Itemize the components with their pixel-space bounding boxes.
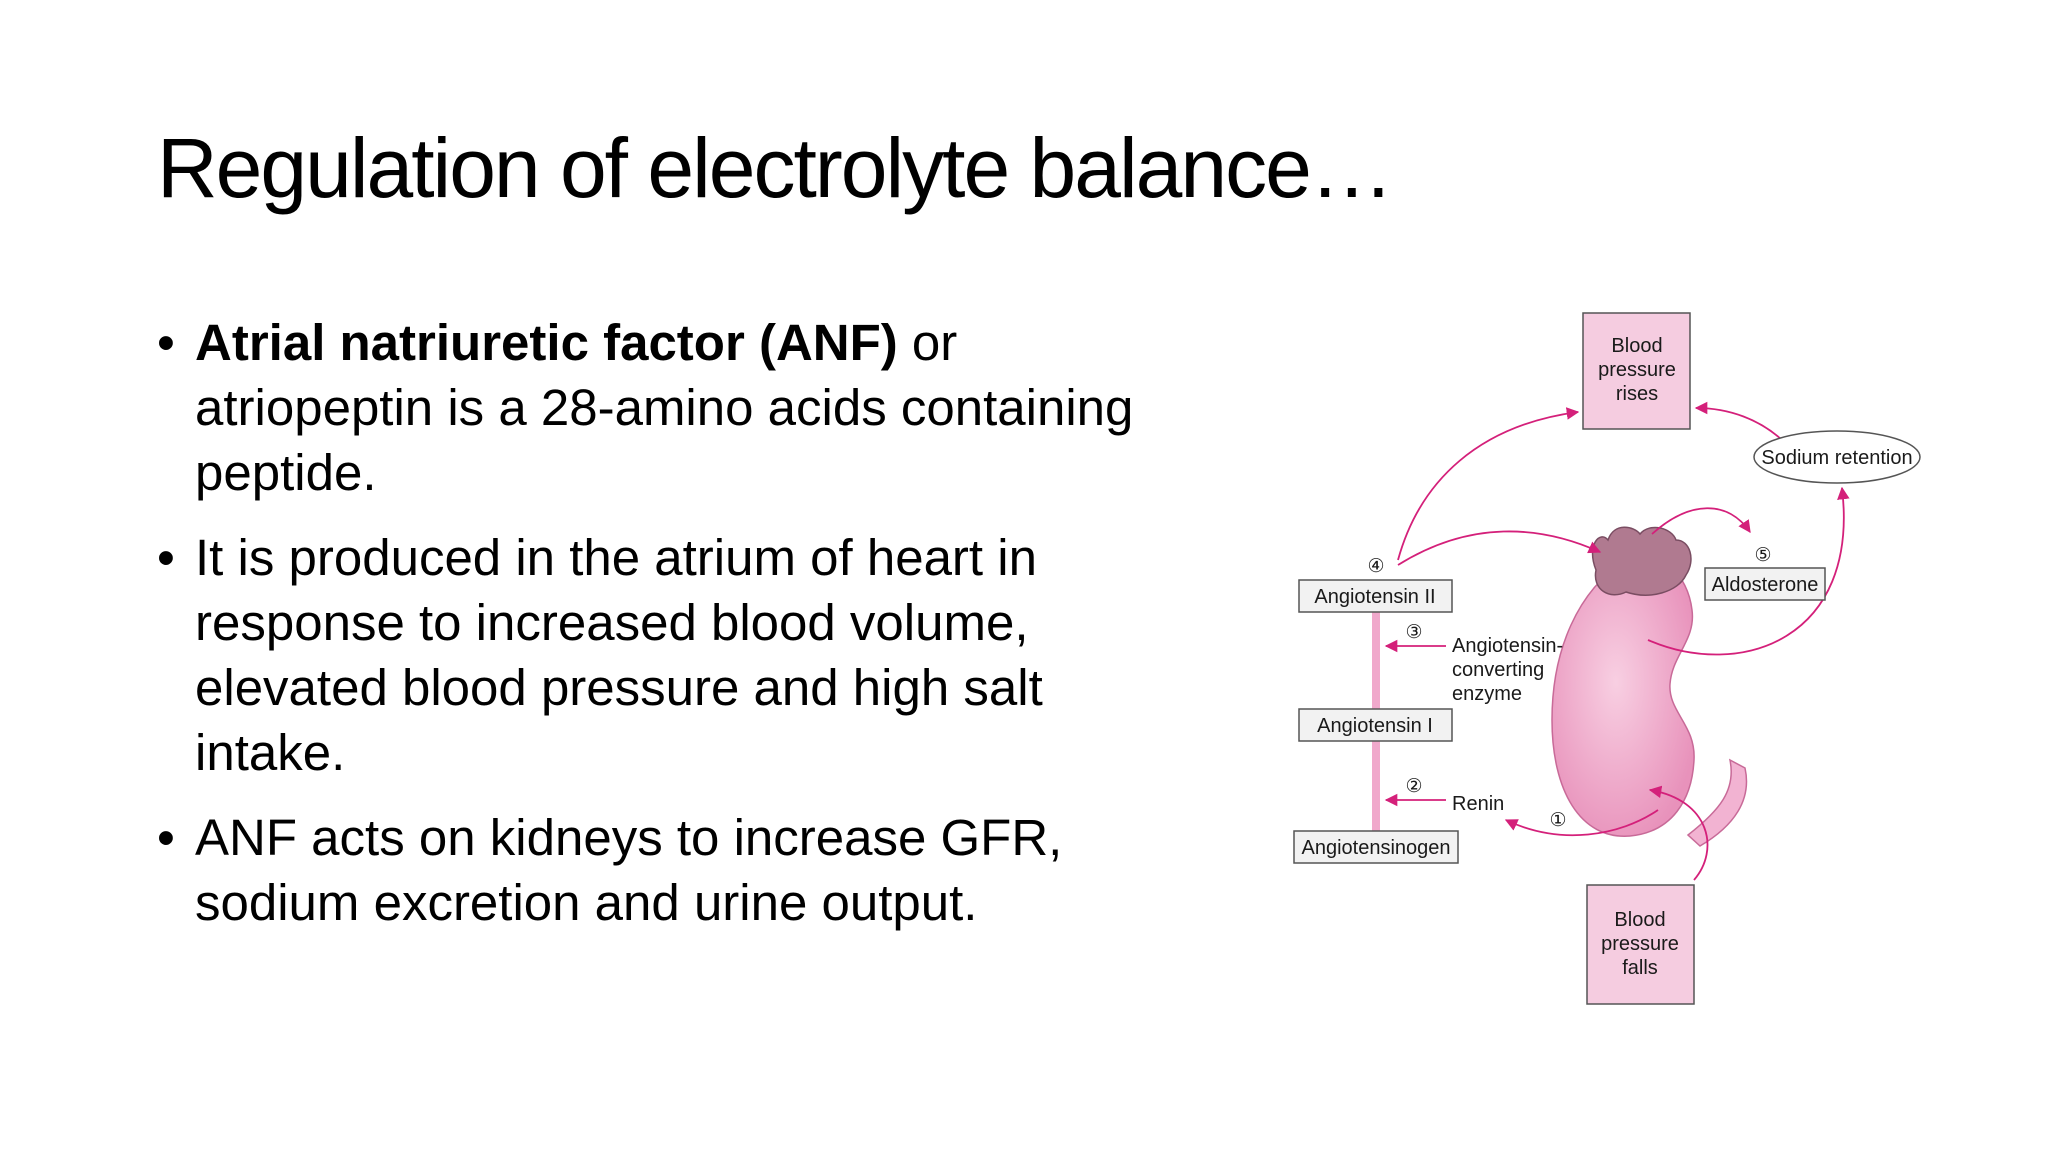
bp-falls-label: falls bbox=[1622, 957, 1658, 979]
step-4-marker: ④ bbox=[1367, 556, 1384, 577]
bullet-icon: • bbox=[157, 314, 175, 371]
arrow-sodium-to-bp-rises bbox=[1694, 401, 1783, 441]
bullet-text: or atriopeptin is a 28-amino acids conta… bbox=[195, 314, 1134, 501]
renin-angiotensin-diagram: Blood pressure rises Sodium retention ⑤ … bbox=[1293, 312, 1921, 1005]
arrow-kidney-renin bbox=[1504, 809, 1659, 837]
sodium-retention-ellipse bbox=[1753, 430, 1921, 484]
arrow-adrenal-to-aldosterone bbox=[1651, 507, 1751, 535]
bullet-text: ANF acts on kidneys to increase GFR, sod… bbox=[195, 809, 1063, 931]
angiotensin-ii-label: Angiotensin II bbox=[1314, 586, 1435, 608]
aldosterone-label: Aldosterone bbox=[1712, 574, 1819, 596]
ace-label: enzyme bbox=[1452, 683, 1522, 705]
arrow-bp-falls-to-kidney bbox=[1648, 785, 1709, 881]
bp-rises-label: pressure bbox=[1598, 359, 1676, 381]
adrenal-gland-icon bbox=[1591, 526, 1692, 596]
arrow-angiotensin-to-adrenal bbox=[1397, 530, 1602, 566]
arrow-kidney-to-sodium bbox=[1647, 486, 1850, 656]
bp-falls-label: Blood bbox=[1614, 909, 1665, 931]
bullet-icon: • bbox=[157, 529, 175, 586]
bullet-lead: Atrial natriuretic factor (ANF) bbox=[195, 314, 898, 371]
kidney-icon bbox=[1551, 555, 1695, 837]
step-3-marker: ③ bbox=[1405, 622, 1422, 643]
arrow-angiotensin-to-bp-rises bbox=[1397, 407, 1580, 561]
bp-rises-label: rises bbox=[1616, 383, 1658, 405]
step-5-marker: ⑤ bbox=[1754, 545, 1771, 566]
step-2-marker: ② bbox=[1405, 776, 1422, 797]
ace-label: converting bbox=[1452, 659, 1544, 681]
bullet-item: • ANF acts on kidneys to increase GFR, s… bbox=[157, 805, 1157, 935]
angiotensin-i-box bbox=[1298, 708, 1453, 742]
ureter bbox=[1686, 758, 1748, 847]
slide-title: Regulation of electrolyte balance… bbox=[157, 121, 1394, 215]
bullet-list: • Atrial natriuretic factor (ANF) or atr… bbox=[157, 310, 1157, 955]
angiotensin-i-label: Angiotensin I bbox=[1317, 715, 1433, 737]
bp-rises-label: Blood bbox=[1611, 335, 1662, 357]
bullet-item: • Atrial natriuretic factor (ANF) or atr… bbox=[157, 310, 1157, 505]
angiotensinogen-box bbox=[1293, 830, 1459, 864]
angiotensin-ii-box bbox=[1298, 579, 1453, 613]
sodium-retention-label: Sodium retention bbox=[1761, 447, 1912, 469]
bullet-icon: • bbox=[157, 809, 175, 866]
angiotensinogen-label: Angiotensinogen bbox=[1301, 837, 1450, 859]
renin-label: Renin bbox=[1452, 793, 1504, 815]
bullet-item: • It is produced in the atrium of heart … bbox=[157, 525, 1157, 785]
bp-falls-label: pressure bbox=[1601, 933, 1679, 955]
aldosterone-box bbox=[1704, 567, 1826, 601]
bp-falls-box bbox=[1586, 884, 1695, 1005]
bp-rises-box bbox=[1582, 312, 1691, 430]
ace-label: Angiotensin- bbox=[1452, 635, 1563, 657]
bullet-text: It is produced in the atrium of heart in… bbox=[195, 529, 1043, 781]
step-1-marker: ① bbox=[1549, 810, 1566, 831]
